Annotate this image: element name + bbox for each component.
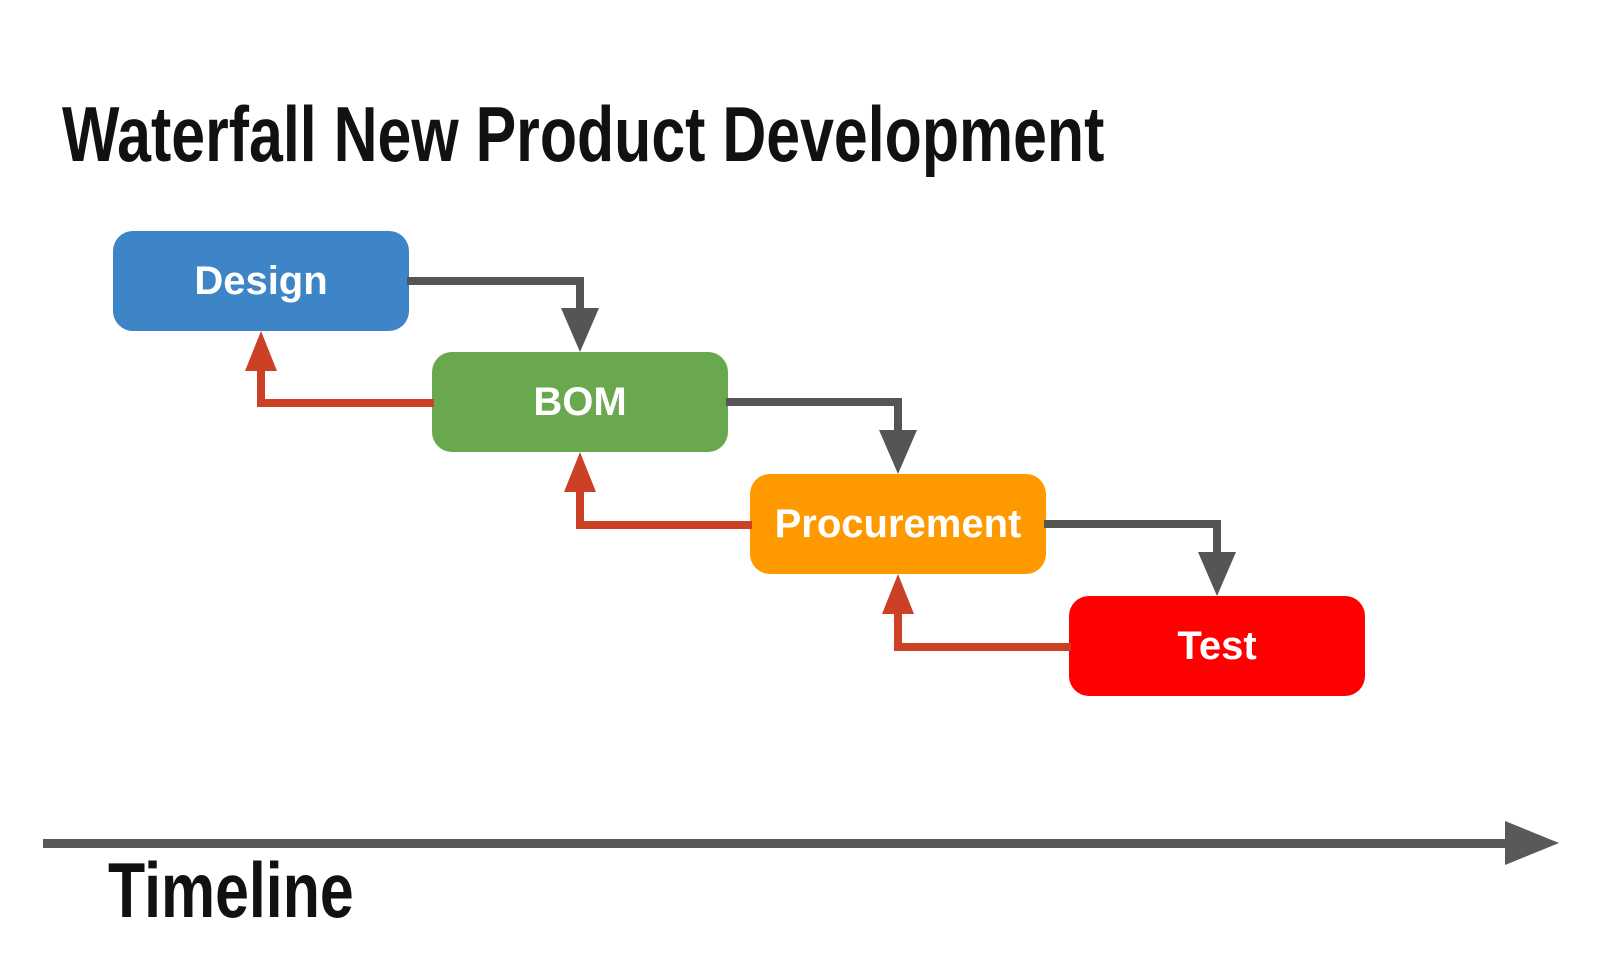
arrow-segment (257, 371, 265, 407)
stage-box-design: Design (113, 231, 409, 331)
stage-label-procurement: Procurement (774, 501, 1022, 546)
stage-box-bom: BOM (432, 352, 728, 452)
arrowhead-down-icon (1198, 552, 1236, 596)
arrowhead-down-icon (561, 308, 599, 352)
arrow-segment (576, 521, 752, 529)
arrow-segment (407, 277, 584, 285)
diagram-title: Waterfall New Product Development (62, 90, 1105, 179)
stage-box-procurement: Procurement (750, 474, 1046, 574)
timeline-line (43, 839, 1506, 848)
arrow-segment (894, 398, 902, 431)
timeline-label: Timeline (108, 846, 354, 934)
arrowhead-up-icon (882, 574, 914, 614)
stage-label-design: Design (194, 258, 328, 303)
arrow-segment (576, 492, 584, 529)
arrowhead-up-icon (245, 331, 277, 371)
arrow-segment (894, 614, 902, 651)
stage-box-test: Test (1069, 596, 1365, 696)
arrowhead-up-icon (564, 452, 596, 492)
arrow-segment (726, 398, 902, 406)
arrow-segment (576, 277, 584, 309)
arrowhead-right-icon (1505, 821, 1559, 865)
stage-label-test: Test (1177, 623, 1257, 668)
arrow-segment (894, 643, 1071, 651)
arrow-segment (257, 399, 434, 407)
arrow-segment (1044, 520, 1221, 528)
arrow-segment (1213, 520, 1221, 552)
arrowhead-down-icon (879, 430, 917, 474)
stage-label-bom: BOM (533, 379, 627, 424)
